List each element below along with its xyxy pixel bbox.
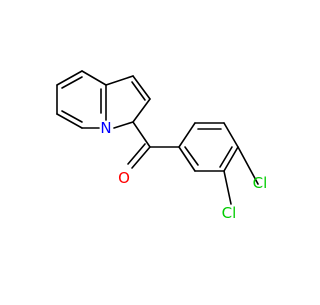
bond-ar1-ar2 bbox=[178, 122, 196, 148]
bond-c8-c8a bbox=[56, 113, 83, 129]
bond-ar4-ar5-inner bbox=[219, 146, 233, 168]
bond-c6-c7 bbox=[56, 70, 83, 86]
pyridine-ring bbox=[56, 70, 107, 129]
bond-ar4-ar5 bbox=[223, 146, 239, 172]
bond-c-o bbox=[131, 146, 151, 169]
bond-c3-n bbox=[113, 121, 134, 129]
bond-ar6-ar1-inner bbox=[184, 146, 199, 166]
bond-c2-c3 bbox=[132, 98, 151, 123]
carbonyl-group bbox=[127, 121, 180, 169]
bond-c1-c2-inner bbox=[131, 81, 146, 101]
bond-ar5-cl bbox=[223, 170, 232, 205]
bond-ar4-cl bbox=[237, 146, 259, 185]
pyrrole-ring bbox=[105, 75, 151, 129]
chlorine-para-label: Cl bbox=[253, 174, 268, 192]
background bbox=[0, 0, 300, 300]
oxygen-label: O bbox=[118, 169, 130, 187]
bond-ar3-ar4 bbox=[223, 122, 239, 148]
bond-c5-c6 bbox=[81, 70, 107, 86]
dichlorophenyl-ring bbox=[178, 122, 259, 205]
bond-c3-carbonyl bbox=[132, 121, 151, 148]
bond-c1-c2 bbox=[132, 75, 151, 100]
chlorine-meta-label: Cl bbox=[222, 204, 237, 222]
structure-canvas: N O Cl Cl bbox=[0, 0, 300, 300]
molecule-drawing: N O Cl Cl bbox=[0, 0, 300, 300]
nitrogen-label: N bbox=[100, 119, 111, 137]
bond-c6-c7-inner bbox=[61, 76, 83, 89]
bond-ar6-ar1 bbox=[178, 146, 196, 172]
bond-c8-c8a-inner bbox=[61, 110, 83, 123]
bond-c8a-c1 bbox=[105, 75, 134, 86]
bond-c-o-double bbox=[127, 143, 146, 165]
